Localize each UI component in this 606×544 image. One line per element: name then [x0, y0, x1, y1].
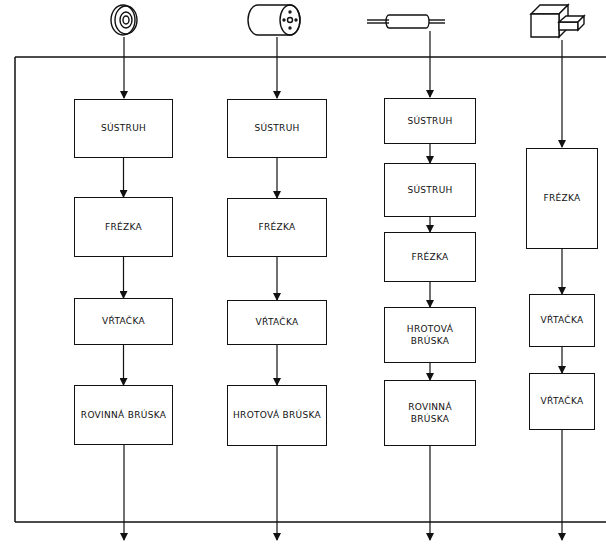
flow-arrow — [561, 347, 562, 373]
machine-box: SÚSTRUH — [74, 99, 173, 158]
flow-arrow — [429, 282, 430, 307]
flow-arrow — [429, 217, 430, 232]
flow-arrow — [429, 144, 430, 163]
machine-label: FRÉZKA — [259, 221, 296, 233]
machine-box: VŔTAČKA — [529, 373, 595, 430]
machine-label: SÚSTRUH — [101, 122, 146, 134]
machine-label: ROVINNÁ BRÚSKA — [81, 409, 166, 421]
flow-arrow — [276, 257, 277, 300]
flow-arrow — [123, 158, 124, 197]
machine-label: HROTOVÁ BRÚSKA — [233, 409, 321, 421]
block-icon — [531, 5, 584, 37]
machine-box: FRÉZKA — [74, 197, 173, 257]
connectors — [124, 144, 563, 385]
machine-label: FRÉZKA — [412, 251, 449, 263]
machine-label: FRÉZKA — [105, 221, 142, 233]
feed-arrows — [124, 31, 562, 540]
machine-label: FRÉZKA — [544, 192, 581, 204]
machine-label: SÚSTRUH — [254, 122, 299, 134]
machine-box: VŔTAČKA — [74, 298, 173, 345]
machine-box: SÚSTRUH — [227, 99, 327, 158]
flow-arrow — [276, 345, 277, 385]
machine-label: VŔTAČKA — [256, 316, 299, 328]
cylinder-icon — [248, 5, 300, 35]
machine-label: VŔTAČKA — [102, 315, 145, 327]
machine-label: SÚSTRUH — [407, 115, 452, 127]
machine-box: ROVINNÁ BRÚSKA — [74, 385, 173, 445]
machine-box: HROTOVÁ BRÚSKA — [227, 385, 327, 446]
machine-label: HROTOVÁ BRÚSKA — [389, 323, 471, 347]
machine-box: VŔTAČKA — [529, 294, 595, 347]
machine-box: SÚSTRUH — [384, 98, 476, 144]
machine-label: ROVINNÁ BRÚSKA — [389, 401, 471, 425]
flow-arrow — [561, 249, 562, 294]
frame — [15, 57, 606, 522]
shaft-icon — [367, 15, 445, 28]
machine-label: VŔTAČKA — [541, 314, 584, 326]
flow-arrow — [429, 363, 430, 380]
washer-icon — [111, 5, 137, 35]
machine-box: SÚSTRUH — [384, 163, 476, 217]
flow-arrow — [276, 158, 277, 198]
flow-arrow — [123, 345, 124, 385]
machine-box: FRÉZKA — [526, 148, 598, 249]
machine-box: FRÉZKA — [384, 232, 476, 282]
flow-arrow — [123, 257, 124, 298]
machine-label: SÚSTRUH — [407, 184, 452, 196]
machine-box: VŔTAČKA — [227, 300, 327, 345]
machine-box: ROVINNÁ BRÚSKA — [384, 380, 476, 446]
machine-box: FRÉZKA — [227, 198, 327, 257]
machine-label: VŔTAČKA — [541, 395, 584, 407]
machine-box: HROTOVÁ BRÚSKA — [384, 307, 476, 363]
